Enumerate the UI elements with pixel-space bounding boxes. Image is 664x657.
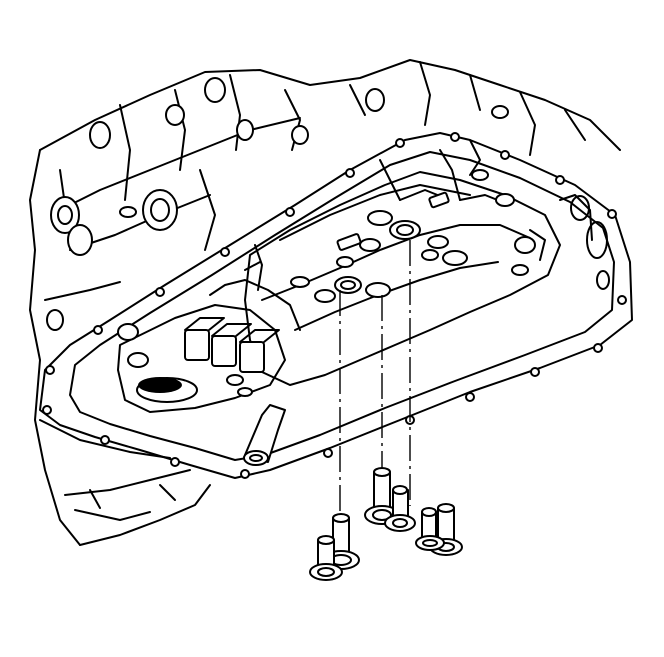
oil-pan-gasket-rail <box>39 132 633 479</box>
filter-pickup-tube <box>243 404 286 466</box>
bolt-center-lines <box>339 240 411 528</box>
valve-body-bolt-middle <box>364 467 416 532</box>
transmission-case <box>29 59 621 546</box>
valve-body <box>244 149 561 386</box>
valve-body-bolt-left-2 <box>309 535 343 581</box>
rail-bolt-holes <box>42 132 627 479</box>
valve-body-ports <box>290 169 536 303</box>
valve-body-bolt-left <box>322 513 360 570</box>
case-right-detail <box>469 139 593 261</box>
manual-valve-solenoid-group <box>117 244 301 413</box>
valve-body-bolt-right <box>415 503 463 556</box>
